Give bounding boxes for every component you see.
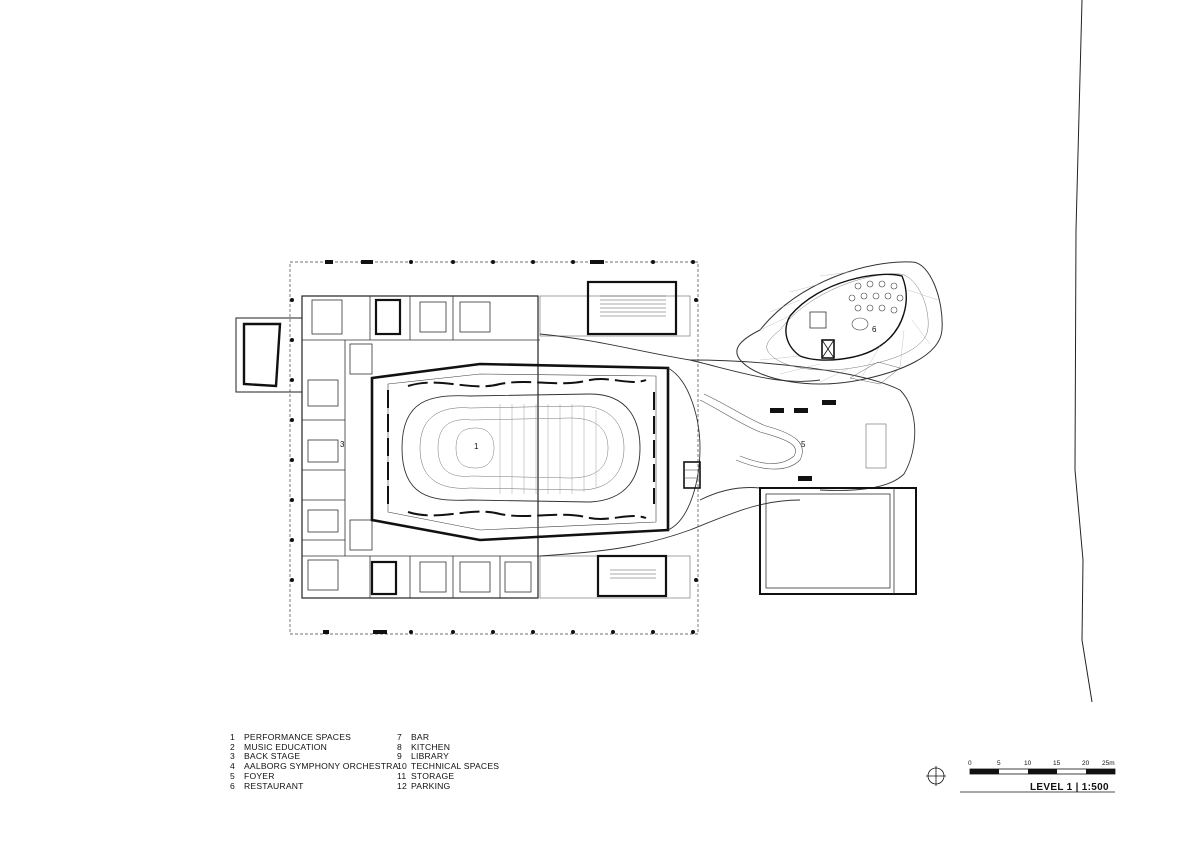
scale-tick-label: 0 (968, 760, 972, 767)
main-building-outline (301, 295, 539, 599)
restaurant-shell (736, 261, 943, 385)
elevator-cores (370, 280, 678, 598)
scale-bar (960, 768, 1116, 793)
room-label-performance: 1 (474, 442, 479, 451)
foyer-bar-counter (865, 423, 887, 469)
concert-hall (370, 362, 670, 542)
scale-tick-label: 10 (1024, 760, 1032, 767)
foyer-benches (770, 400, 836, 481)
room-label-restaurant: 6 (872, 325, 877, 334)
north-arrow-icon (926, 766, 946, 786)
room-label-foyer: 5 (801, 440, 806, 449)
plan-title: LEVEL 1 | 1:500 (1030, 782, 1109, 793)
room-label-backstage: 3 (340, 440, 345, 449)
east-box-volume (759, 487, 917, 595)
site-boundary-line (1074, 0, 1093, 703)
west-wing (235, 317, 303, 393)
foyer-stair (683, 393, 803, 489)
structural-columns (290, 260, 698, 634)
scale-tick-label: 20 (1082, 760, 1090, 767)
scale-tick-label: 25m (1102, 760, 1115, 767)
scale-tick-label: 15 (1053, 760, 1061, 767)
backstage-walls (302, 296, 540, 598)
scale-tick-label: 5 (997, 760, 1001, 767)
